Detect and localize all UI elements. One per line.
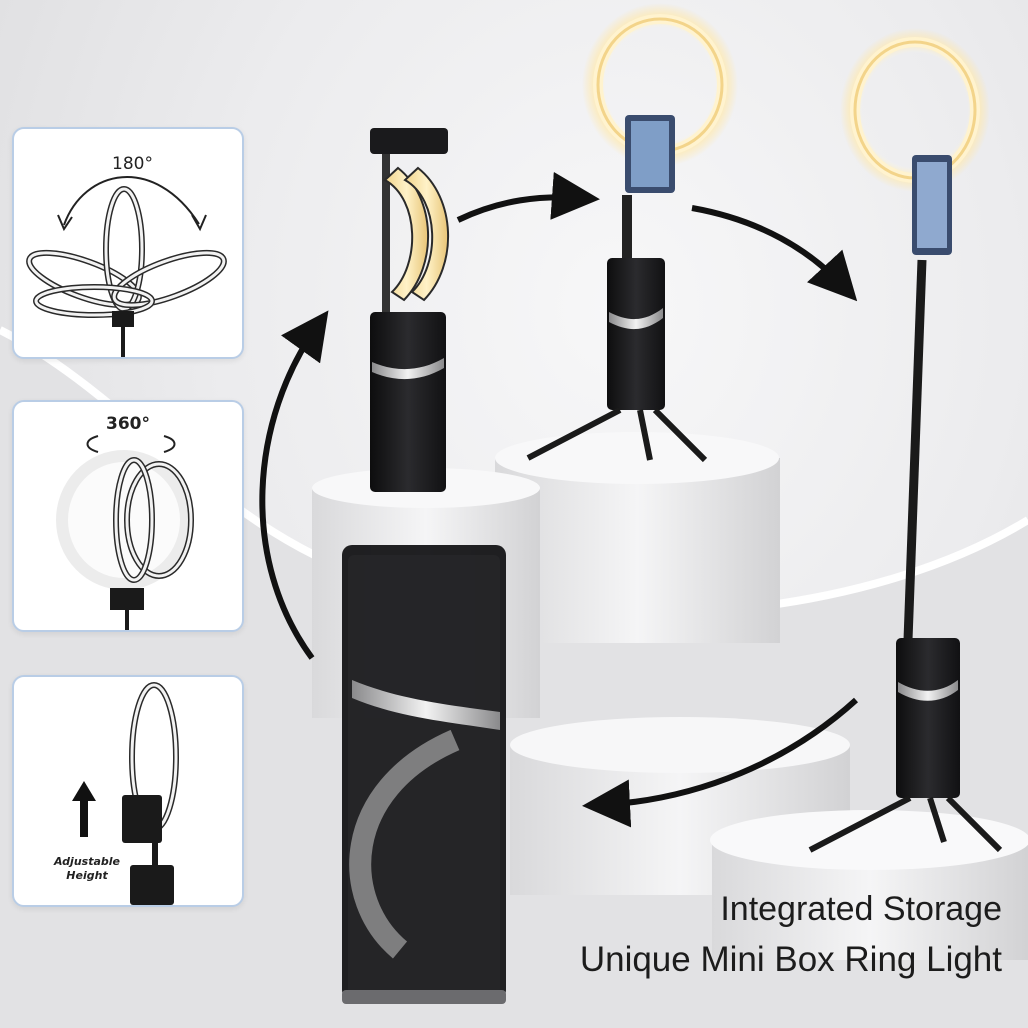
arrow-right-top <box>456 171 600 223</box>
panel-adjustable-height: Adjustable Height <box>12 675 244 907</box>
rotation-360-label: 360° <box>106 414 150 434</box>
rotation-360-illustration <box>56 435 194 630</box>
ring-light-extended <box>808 28 1003 853</box>
arrow-down-right <box>691 205 858 302</box>
arrow-up <box>259 310 329 660</box>
rotation-180-label: 180° <box>112 154 153 174</box>
mini-box-unfolding <box>370 128 450 492</box>
caption-line-2: Unique Mini Box Ring Light <box>579 940 1002 979</box>
arrow-return <box>582 697 859 828</box>
adjustable-height-label: Adjustable Height <box>54 855 120 882</box>
storage-box-transparent <box>342 545 506 1004</box>
panel-180-rotation: 180° <box>12 127 244 359</box>
podium-front-right <box>710 810 1028 960</box>
rotation-180-illustration <box>26 176 227 357</box>
ring-light-on-tripod <box>526 3 738 463</box>
panel-360-rotation: 360° <box>12 400 244 632</box>
caption-line-1: Integrated Storage <box>720 890 1002 928</box>
podium-back-middle <box>495 432 780 643</box>
adjustable-height-illustration <box>72 682 179 905</box>
